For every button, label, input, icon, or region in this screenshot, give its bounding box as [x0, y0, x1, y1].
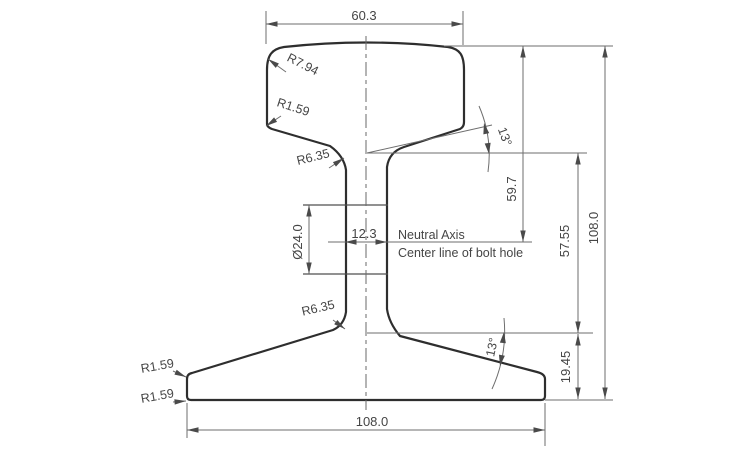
dim-bolt-hole-label: Ø24.0 — [290, 224, 305, 259]
leader-head-web-fillet — [328, 157, 345, 169]
radius-web-base-fillet-label: R6.35 — [300, 298, 336, 319]
leader-base-edge-lower — [172, 399, 187, 405]
dim-mid-section-label: 57.55 — [557, 225, 572, 258]
angle-arrow-upper-horizontal — [484, 142, 491, 154]
angle-arc-lower — [491, 317, 506, 390]
angle-arc-upper — [478, 105, 490, 173]
rail-outline — [185, 41, 547, 402]
dim-top-to-neutral-label: 59.7 — [504, 176, 519, 201]
leader-head-top-radius — [267, 58, 287, 73]
angle-arrow-lower-horizontal — [499, 332, 506, 344]
radius-head-side-label: R1.59 — [275, 95, 311, 119]
radius-head-top-label: R7.94 — [285, 51, 321, 79]
dim-head-width-label: 60.3 — [351, 8, 376, 23]
leader-base-edge-upper — [172, 369, 187, 378]
dim-base-edge-height-label: 19.45 — [558, 351, 573, 384]
angle-lower-label: 13° — [483, 336, 501, 357]
leader-web-base-fillet — [332, 319, 346, 330]
dim-overall-height-label: 108.0 — [586, 212, 601, 245]
dim-web-thickness-label: 12.3 — [351, 226, 376, 241]
angle-upper-label: 13° — [495, 125, 515, 148]
angle-arrow-upper-slope — [483, 123, 490, 135]
radius-base-edge-lower-label: R1.59 — [140, 386, 175, 406]
ref-upper-slope — [366, 124, 493, 154]
radius-head-web-fillet-label: R6.35 — [295, 146, 331, 168]
angle-arrow-lower-slope — [498, 354, 505, 366]
leader-head-side-radius — [265, 115, 282, 127]
neutral-axis-label: Neutral Axis — [398, 228, 465, 242]
radius-base-edge-upper-label: R1.59 — [140, 356, 175, 376]
dim-base-width-label: 108.0 — [356, 414, 389, 429]
bolt-hole-centerline-label: Center line of bolt hole — [398, 246, 523, 260]
